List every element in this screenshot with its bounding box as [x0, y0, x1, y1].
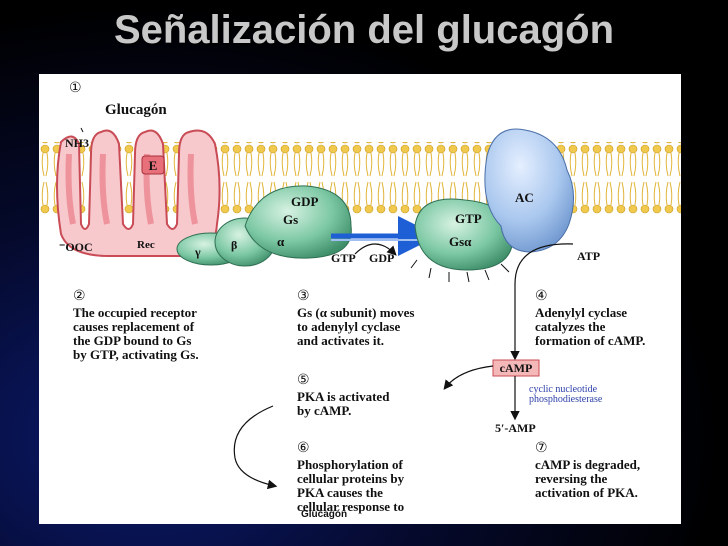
step-3-number: ③: [297, 288, 310, 304]
step-2: ② The occupied receptor causes replaceme…: [73, 288, 199, 362]
effector-label: E: [149, 158, 158, 173]
atp-label: ATP: [577, 249, 600, 263]
gs-label: Gs: [283, 212, 298, 227]
glucagon-signaling-diagram: ① Glucagón E NH3 ⁻OOC Rec GDP Gs α β γ: [39, 80, 681, 514]
receptor-rec-label: Rec: [137, 239, 155, 251]
amp-label: 5′-AMP: [495, 421, 536, 435]
atp-to-camp-arrow: [510, 243, 574, 361]
step-2-line-3: the GDP bound to Gs: [73, 333, 191, 348]
step-3-line-3: and activates it.: [297, 333, 384, 348]
ooc-label: ⁻OOC: [59, 240, 93, 254]
camp-to-pka-arrow: [443, 365, 494, 390]
glucagon-label: Glucagón: [105, 102, 167, 118]
g-protein-complex: GDP Gs α β γ: [176, 185, 352, 267]
step-2-line-4: by GTP, activating Gs.: [73, 347, 199, 362]
step-4-line-3: formation of cAMP.: [535, 333, 645, 348]
step-5-line-2: by cAMP.: [297, 403, 351, 418]
step-4: ④ Adenylyl cyclase catalyzes the formati…: [535, 288, 645, 348]
step-2-number: ②: [73, 288, 86, 304]
pka-to-response-arrow: [233, 405, 278, 490]
slide-title: Señalización del glucagón: [113, 8, 615, 52]
ac-label: AC: [515, 190, 534, 205]
gdp-out-label: GDP: [369, 251, 394, 265]
step-5: ⑤ PKA is activated by cAMP.: [297, 372, 390, 418]
gdp-label: GDP: [291, 194, 319, 209]
gtp-label: GTP: [455, 211, 482, 226]
beta-label: β: [231, 238, 237, 252]
step-6-number: ⑥: [297, 440, 310, 456]
step-4-line-2: catalyzes the: [535, 319, 606, 334]
glucagon-pointer: [80, 127, 84, 133]
step-6: ⑥ Phosphorylation of cellular proteins b…: [297, 440, 405, 514]
alpha-label: α: [277, 234, 285, 249]
step-7-line-2: reversing the: [535, 471, 608, 486]
step-7-line-1: cAMP is degraded,: [535, 457, 640, 472]
step-5-line-1: PKA is activated: [297, 389, 390, 404]
step-3: ③ Gs (α subunit) moves to adenylyl cycla…: [297, 288, 414, 348]
glucagon-receptor: E NH3 ⁻OOC Rec: [56, 129, 221, 257]
gsa-label: Gsα: [449, 234, 472, 249]
step-6-line-4: cellular response to: [297, 499, 404, 514]
step-6-line-3: PKA causes the: [297, 485, 383, 500]
adenylyl-cyclase: AC: [484, 128, 574, 253]
step-5-number: ⑤: [297, 372, 310, 388]
step-2-line-1: The occupied receptor: [73, 305, 197, 320]
pde-line-2: phosphodiesterase: [529, 394, 603, 405]
step-2-line-2: causes replacement of: [73, 319, 195, 334]
step-6-line-1: Phosphorylation of: [297, 457, 403, 472]
step-4-number: ④: [535, 288, 548, 304]
step-1-number: ①: [69, 80, 82, 96]
step-3-line-2: to adenylyl cyclase: [297, 319, 400, 334]
camp-box: [492, 359, 540, 377]
camp-label: cAMP: [500, 361, 533, 375]
footer-caption: Glucagón: [301, 509, 348, 520]
nh3-label: NH3: [65, 136, 89, 150]
gamma-label: γ: [194, 245, 201, 259]
diagram-panel: ① Glucagón E NH3 ⁻OOC Rec GDP Gs α β γ: [39, 74, 681, 524]
pde-line-1: cyclic nucleotide: [529, 384, 598, 395]
step-4-line-1: Adenylyl cyclase: [535, 305, 627, 320]
exchange-arrow: [354, 243, 397, 256]
step-7-number: ⑦: [535, 440, 548, 456]
step-3-line-1: Gs (α subunit) moves: [297, 305, 414, 320]
step-7: ⑦ cAMP is degraded, reversing the activa…: [535, 440, 640, 500]
step-6-line-2: cellular proteins by: [297, 471, 405, 486]
gtp-in-label: GTP: [331, 251, 356, 265]
step-7-line-3: activation of PKA.: [535, 485, 638, 500]
